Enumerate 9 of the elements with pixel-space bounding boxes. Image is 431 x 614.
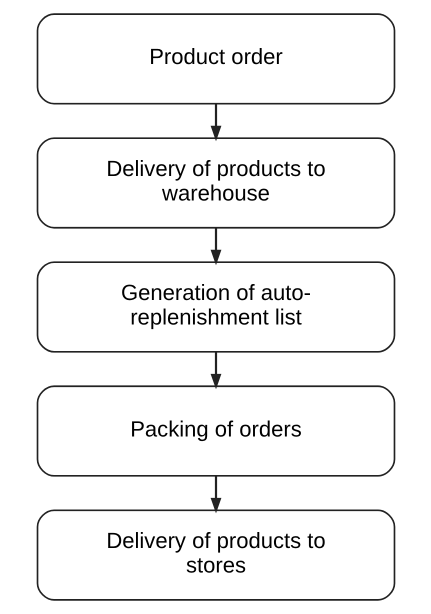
node-box: Delivery of products to stores [36,509,395,601]
arrow [210,104,221,142]
node-box: Generation of auto-replenishment list [36,261,395,353]
node-box: Packing of orders [36,385,395,477]
arrow [210,476,221,514]
node-box: Product order [36,13,395,105]
arrow [210,228,221,266]
arrow [210,352,221,390]
node-box: Delivery of products to warehouse [36,137,395,229]
